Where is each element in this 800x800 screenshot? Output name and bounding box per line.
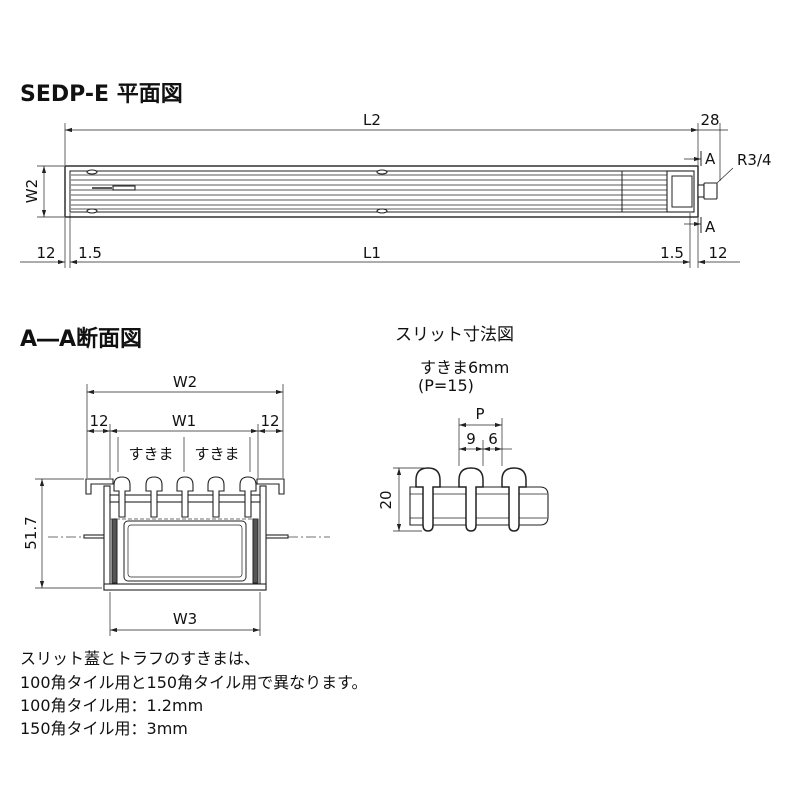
w3-dimension-section: W3 (109, 592, 261, 636)
notes: スリット蓋とトラフのすきまは、 100角タイル用と150角タイル用で異なります。… (20, 649, 367, 738)
mounting-tab-right (265, 534, 289, 539)
w2-dimension-plan: W2 (23, 165, 64, 218)
left-clearance-label: 1.5 (78, 244, 102, 262)
gap-width-label: 6 (488, 430, 498, 448)
head-width-label: 9 (466, 430, 476, 448)
product-marking (92, 185, 136, 191)
pitch-label: P (475, 405, 484, 423)
section-mark-a-top: A (684, 150, 716, 168)
gap-callouts: すきま すきま (117, 437, 251, 472)
w2-label: W2 (173, 373, 197, 391)
section-mark-label: A (705, 218, 716, 236)
w1-dimension-section: 12 W1 12 (87, 412, 283, 478)
trough-body-inner (127, 524, 243, 578)
end-cap (666, 170, 695, 213)
section-mark-label: A (705, 150, 716, 168)
w1-label: W1 (172, 412, 196, 430)
height-label: 20 (377, 490, 395, 509)
section-mark-a-bottom: A (684, 217, 716, 236)
pitch-note: (P=15) (418, 376, 474, 395)
r34-fitting: R3/4 (697, 151, 772, 200)
note-line: 100角タイル用と150角タイル用で異なります。 (20, 673, 367, 692)
left-flange-label: 12 (36, 244, 55, 262)
note-line: 100角タイル用：1.2mm (20, 696, 203, 715)
end-cap-inner (671, 175, 693, 208)
trough-body (123, 520, 247, 582)
marking-plate (112, 185, 136, 191)
l1-label: L1 (363, 244, 381, 262)
gap-label-right: すきま (194, 445, 239, 463)
leader-line (716, 167, 734, 184)
top-flange-left (85, 478, 114, 495)
inner-wall-left (111, 518, 118, 584)
slit-detail: スリット寸法図 すきま6mm (P=15) P 9 6 (377, 325, 549, 532)
fitting-neck (697, 184, 705, 198)
w3-label: W3 (173, 610, 197, 628)
l2-label: L2 (363, 111, 381, 129)
w2-dimension-section: W2 (86, 373, 284, 478)
head-gap-dimension: 9 6 (459, 430, 512, 466)
plan-view-title: SEDP-E 平面図 (20, 82, 183, 107)
bottom-plate (103, 583, 267, 591)
top-flange-right (256, 478, 285, 495)
fitting-body (703, 182, 718, 200)
duct-body-plan (64, 165, 699, 218)
right-clearance-label: 1.5 (660, 244, 684, 262)
gap-note: すきま6mm (420, 358, 509, 377)
inner-wall-right (252, 518, 259, 584)
clip-mark (86, 208, 98, 214)
slit-slats-detail (409, 467, 549, 532)
clip-mark (376, 169, 388, 175)
pitch-dimension: P (458, 405, 503, 466)
l2-dimension: L2 28 (64, 111, 728, 181)
inner-frame (69, 170, 691, 213)
side-wall-left (103, 485, 111, 591)
trough-section (48, 476, 330, 591)
slit-detail-title: スリット寸法図 (395, 325, 514, 345)
section-view-title: A―A断面図 (20, 326, 142, 352)
height-label: 51.7 (22, 516, 40, 549)
clip-mark (376, 208, 388, 214)
clip-mark (86, 169, 98, 175)
fitting-label: R3/4 (737, 151, 772, 169)
note-line: 150角タイル用：3mm (20, 719, 188, 738)
height-dimension-detail: 20 (377, 467, 424, 532)
end-length-label: 28 (700, 111, 719, 129)
note-line: スリット蓋とトラフのすきまは、 (20, 649, 260, 668)
w2-label: W2 (23, 179, 41, 203)
height-dimension-section: 51.7 (22, 478, 102, 589)
bottom-dimensions-plan: 12 1.5 L1 1.5 12 (20, 213, 740, 268)
mounting-tab-left (83, 534, 105, 539)
slit-lines (71, 174, 667, 210)
plan-view: SEDP-E 平面図 L2 28 (20, 82, 772, 268)
left-flange-label: 12 (89, 412, 108, 430)
gap-label-left: すきま (128, 445, 173, 463)
right-flange-label: 12 (708, 244, 727, 262)
right-flange-label: 12 (260, 412, 279, 430)
section-view: A―A断面図 W2 12 W1 12 すきま すきま (20, 326, 330, 636)
side-wall-right (259, 485, 267, 591)
